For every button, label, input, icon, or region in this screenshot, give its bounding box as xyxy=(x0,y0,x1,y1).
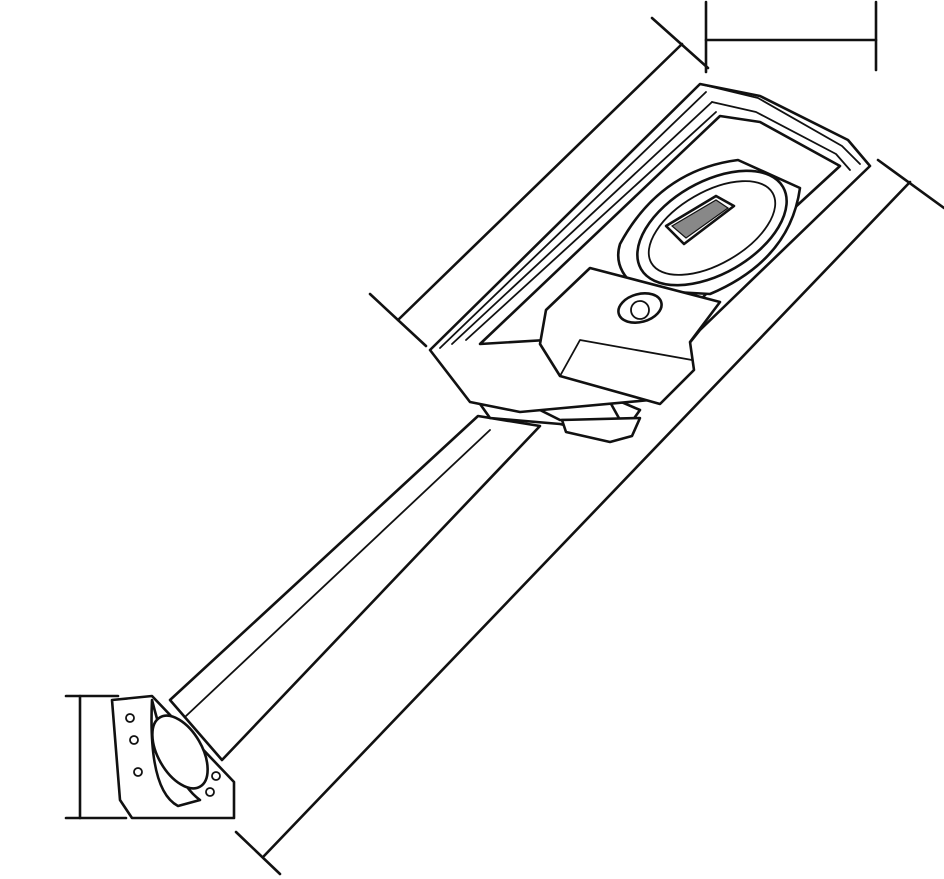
dimension-270mm xyxy=(368,16,710,348)
wall-bracket xyxy=(110,694,236,820)
dimension-40mm xyxy=(64,694,128,820)
sensor-icon xyxy=(617,292,663,324)
dimension-135mm xyxy=(704,0,878,74)
dimension-405mm xyxy=(234,158,944,876)
bolt-hole xyxy=(133,767,143,777)
bolt-hole xyxy=(125,713,135,723)
bolt-hole xyxy=(129,735,139,745)
bolt-hole xyxy=(205,787,215,797)
led-chip xyxy=(664,194,736,246)
mounting-arm xyxy=(168,414,542,762)
sensor-block xyxy=(538,266,722,406)
lamp-head xyxy=(428,82,872,444)
bolt-hole xyxy=(211,771,221,781)
